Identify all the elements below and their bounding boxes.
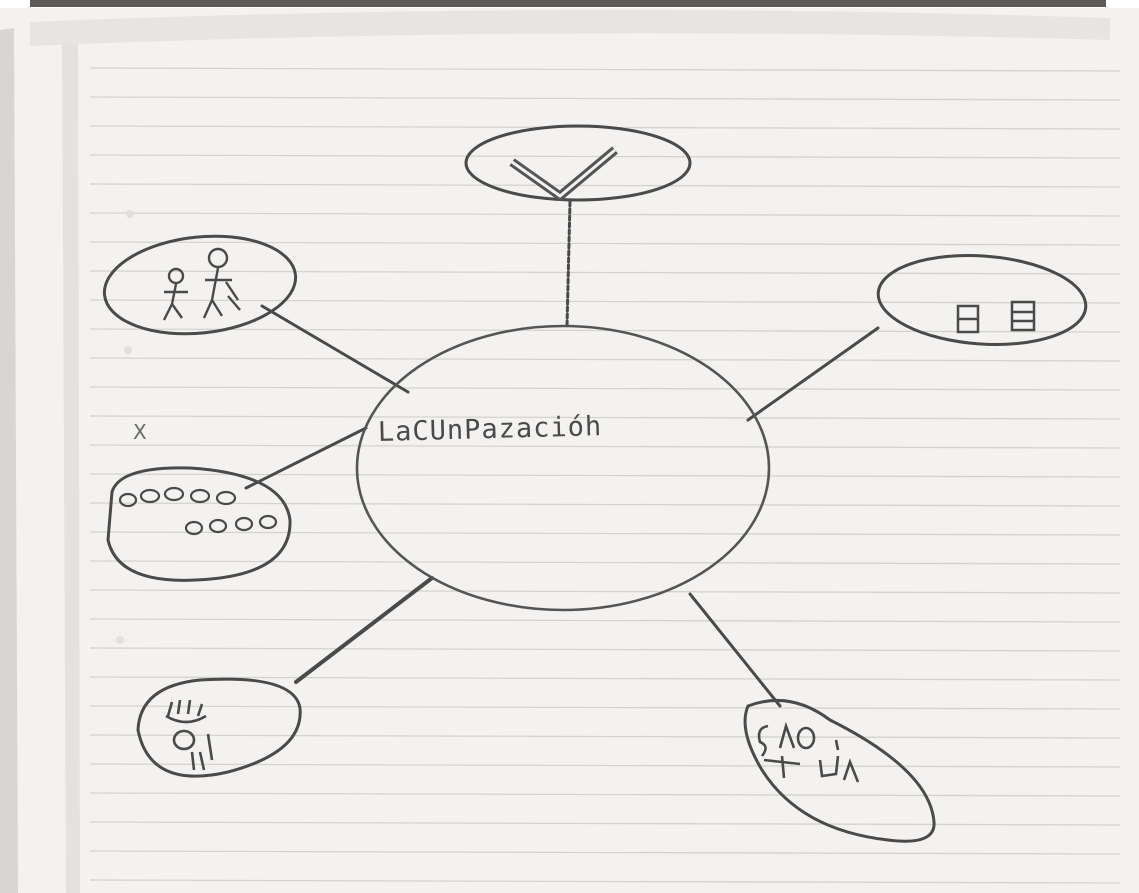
hands-icon: [136, 677, 302, 778]
ruled-line: [89, 96, 1121, 101]
ruled-line: [89, 415, 1121, 420]
ruled-line: [89, 444, 1121, 449]
ruled-line: [89, 589, 1121, 594]
ruled-line: [89, 67, 1121, 72]
chain-icon: [106, 466, 292, 582]
ruled-line: [89, 328, 1121, 333]
ruled-line: [89, 270, 1121, 275]
ruled-line: [89, 647, 1121, 652]
ruled-line: [89, 473, 1121, 478]
top-dark-strip: [30, 0, 1106, 7]
ruled-line: [89, 676, 1121, 681]
v-letter-icon: [464, 124, 692, 202]
people-icon: [102, 234, 298, 336]
ruled-line: [89, 560, 1121, 565]
ruled-line: [89, 734, 1121, 739]
ruled-line: [89, 618, 1121, 623]
connector-lines: [244, 200, 880, 708]
ruled-line: [89, 357, 1121, 362]
ruled-line: [89, 792, 1121, 797]
handwritten-words-icon: [743, 699, 936, 843]
ruled-line: [89, 850, 1121, 855]
ruled-line: [89, 705, 1121, 710]
ruled-line: [89, 299, 1121, 304]
ruled-line: [89, 502, 1121, 507]
ruled-line: [89, 879, 1121, 884]
ruled-line: [89, 212, 1121, 217]
ruled-line: [89, 386, 1121, 391]
boxes-icon: [876, 254, 1088, 346]
ruled-line: [89, 821, 1121, 826]
ruled-line: [89, 183, 1121, 188]
ruled-line: [89, 763, 1121, 768]
ruled-lines: [89, 67, 1121, 884]
center-node: [355, 324, 771, 612]
margin-note: X: [133, 420, 147, 444]
ruled-line: [89, 531, 1121, 536]
